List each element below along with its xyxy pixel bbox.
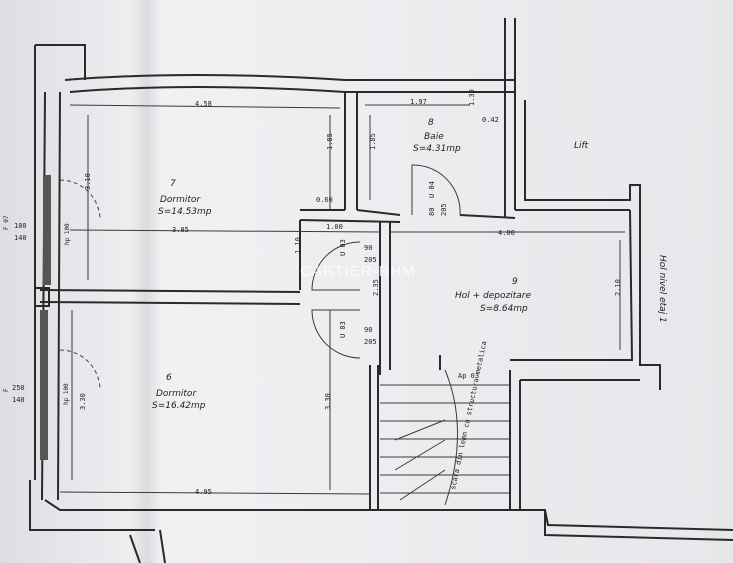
room-9-area: S=8.64mp xyxy=(480,304,528,314)
door-u04-width: 80 xyxy=(428,208,436,216)
room-6-name: Dormitor xyxy=(156,389,197,399)
room-labels: 7 Dormitor S=14.53mp 8 Baie S=4.31mp 9 H… xyxy=(152,118,667,411)
room-6-number: 6 xyxy=(166,373,172,383)
room-6-area: S=16.42mp xyxy=(152,401,206,411)
dim-1-30: 1.30 xyxy=(468,89,476,106)
window-top xyxy=(43,175,51,285)
window-2-height: 140 xyxy=(12,396,25,404)
room-8-area: S=4.31mp xyxy=(413,144,461,154)
window-codes: F 07 180 140 hp 100 F 250 140 hp 100 xyxy=(3,215,71,405)
door-u03-a-height: 205 xyxy=(364,256,377,264)
dim-0-60: 0.60 xyxy=(316,196,333,204)
window-1-width: 180 xyxy=(14,222,27,230)
room-7-number: 7 xyxy=(170,179,176,189)
dim-4-95: 4.95 xyxy=(195,488,212,496)
window-1-sill: hp 100 xyxy=(64,223,71,245)
dim-0-42: 0.42 xyxy=(482,116,499,124)
dim-3-30-b: 3.30 xyxy=(324,393,332,410)
door-u04-height: 205 xyxy=(440,203,448,216)
dimension-lines xyxy=(59,104,625,495)
walls xyxy=(29,18,733,563)
door-code-u04: U 04 xyxy=(428,181,436,198)
door-u03-b-width: 90 xyxy=(364,326,372,334)
watermark: CARTIER-RHM xyxy=(300,263,416,280)
dim-2-10: 2.10 xyxy=(614,279,622,296)
dim-4-00: 4.00 xyxy=(498,229,515,237)
door-code-u03-b: U 03 xyxy=(339,321,347,338)
dim-3-85: 3.85 xyxy=(172,226,189,234)
dim-4-58: 4.58 xyxy=(195,100,212,108)
window-1-height: 140 xyxy=(14,234,27,242)
stairs xyxy=(380,369,510,506)
dim-2-35: 2.35 xyxy=(372,279,380,296)
door-u03-a-width: 90 xyxy=(364,244,372,252)
hol-nivel-label: Hol nivel etaj 1 xyxy=(657,255,667,323)
dim-1-85-a: 1.85 xyxy=(326,133,334,150)
lift-label: Lift xyxy=(574,141,589,151)
room-8-number: 8 xyxy=(428,118,434,128)
window-2-width: 250 xyxy=(12,384,25,392)
stairs-code: Ap 03 xyxy=(458,372,479,380)
dim-1-00: 1.00 xyxy=(326,223,343,231)
dim-1-97: 1.97 xyxy=(410,98,427,106)
door-u03-b-height: 205 xyxy=(364,338,377,346)
room-9-number: 9 xyxy=(512,277,518,287)
dim-1-10: 1.10 xyxy=(294,237,302,254)
room-8-name: Baie xyxy=(424,132,444,142)
dimension-values: 4.58 1.97 0.42 1.30 1.85 1.85 0.60 3.10 … xyxy=(79,89,622,496)
room-9-name: Hol + depozitare xyxy=(455,291,531,301)
dim-3-30-a: 3.30 xyxy=(79,393,87,410)
dim-3-10: 3.10 xyxy=(84,173,92,190)
room-7-name: Dormitor xyxy=(160,195,201,205)
door-codes: U 04 80 205 U 03 90 205 U 03 90 205 xyxy=(339,181,448,346)
window-2-sill: hp 100 xyxy=(63,383,70,405)
door-code-u03-a: U 03 xyxy=(339,239,347,256)
window-2-code: F xyxy=(3,388,10,392)
room-7-area: S=14.53mp xyxy=(158,207,212,217)
window-1-code: F 07 xyxy=(3,215,10,230)
dim-1-85-b: 1.85 xyxy=(369,133,377,150)
window-bottom xyxy=(40,310,48,460)
